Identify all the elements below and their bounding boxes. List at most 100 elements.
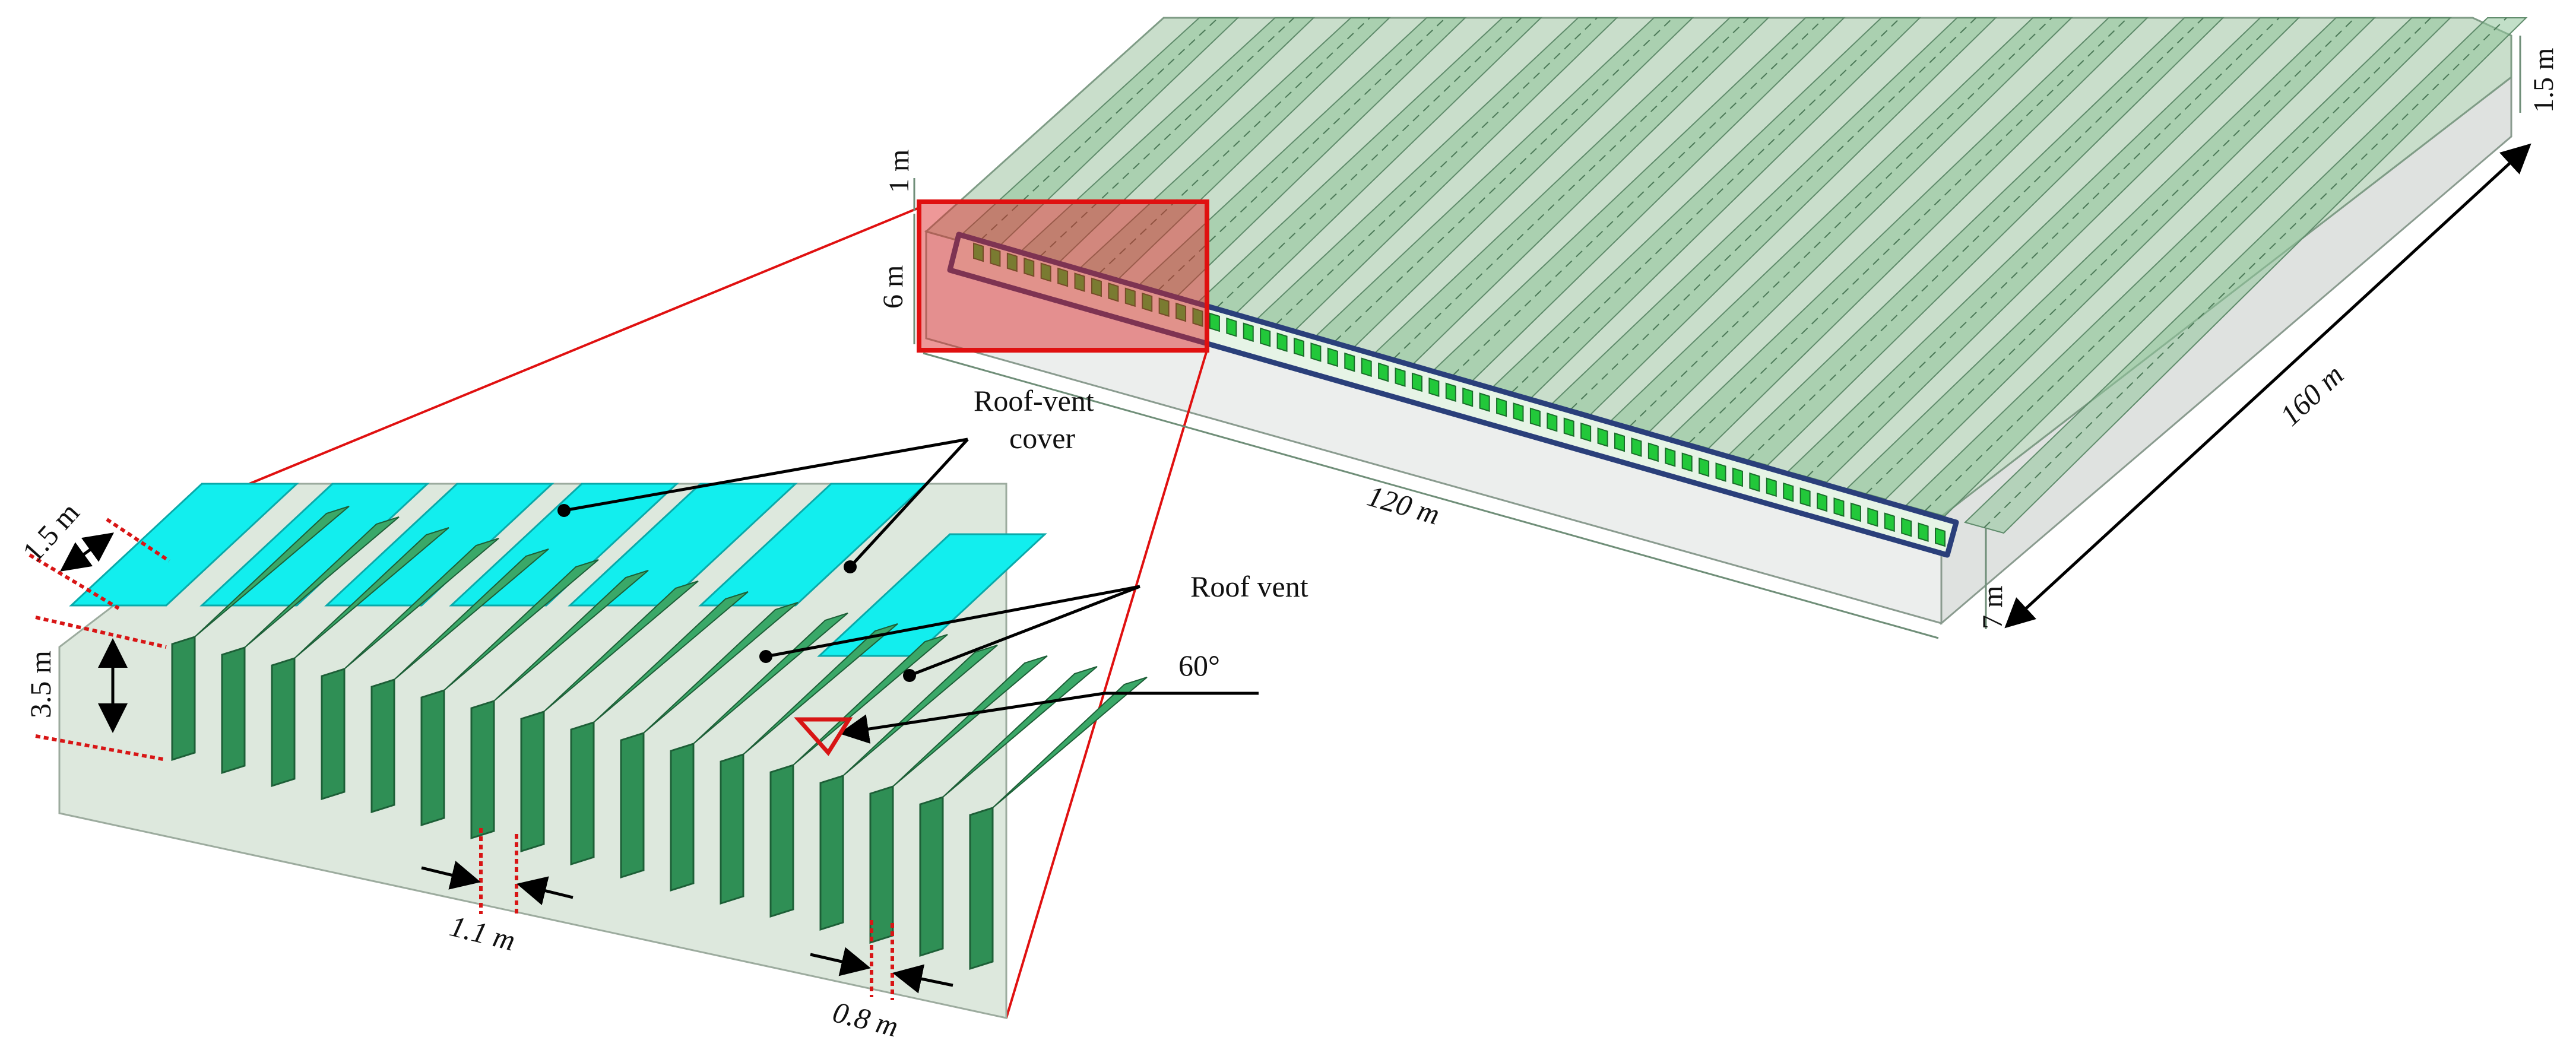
roof-vent-mark — [1142, 292, 1153, 312]
greenhouse-main-view: 120 m 160 m 7 m 1.5 m 1 m 6 m — [249, 17, 2559, 1019]
roof-vent-mark — [1175, 302, 1187, 322]
zoom-cover-dim-line-b — [28, 553, 120, 610]
roof-vent-cover — [69, 483, 299, 607]
roof-vent-mark — [1428, 378, 1440, 397]
vent-thick-arrow-left — [810, 947, 871, 976]
vent-gap-arrow-right — [517, 876, 573, 905]
roof-ridge-line — [1512, 17, 1901, 393]
roof-ridge-line — [1098, 17, 1370, 274]
roof-vent-mark — [1260, 327, 1271, 347]
roof-vent-mark — [1614, 432, 1625, 452]
roof-ridge-line — [1393, 17, 1750, 359]
roof-vent-fin — [819, 774, 844, 931]
roof-vent-mark — [1699, 457, 1710, 477]
roof-ridge-line — [1629, 17, 2052, 427]
roof-ridge-line — [1688, 17, 2128, 444]
roof-vent-fin — [271, 656, 296, 788]
roof-vent-mark — [1665, 447, 1676, 467]
vent-callout-2 — [909, 585, 1140, 677]
roof-ridge-line — [1747, 17, 2204, 461]
roof-vent-mark — [1681, 452, 1693, 472]
roof-vent-mark — [1006, 252, 1018, 272]
roof-vent-mark — [1799, 487, 1811, 507]
zoom-vent-fins — [69, 483, 1148, 970]
roof-vent-fin — [420, 689, 445, 827]
roof-vent-fin-top — [543, 581, 699, 712]
length-dimension-arrow — [2004, 143, 2531, 629]
roof-vent-fin — [670, 742, 695, 892]
roof-vent-label: Roof vent — [1190, 570, 1308, 603]
roof-vent-mark — [1378, 362, 1389, 382]
roof-vent-fin-top — [344, 538, 499, 670]
roof-vent-mark — [1395, 367, 1406, 387]
width-dimension-label: 120 m — [1364, 479, 1443, 531]
roof-vent-fin-top — [443, 559, 599, 691]
roof-vent-mark — [1108, 283, 1119, 302]
vent-top-label: 1 m — [883, 150, 915, 193]
roof-vent-mark — [1209, 312, 1220, 332]
zoom-vent-dim-line-a — [35, 616, 167, 649]
vent-callout-dot-1 — [759, 650, 772, 663]
roof-vent-mark — [1817, 492, 1828, 512]
cover-callout-dot-1 — [557, 504, 571, 517]
roof-vent-fin — [520, 710, 545, 853]
roof-ridge-line — [1157, 17, 1446, 291]
roof-vent-mark — [1783, 482, 1794, 502]
roof-vent-fin — [919, 795, 944, 957]
roof-vent-mark — [1732, 467, 1743, 487]
vent-gap-label: 1.1 m — [446, 909, 518, 957]
roof-vent-fin-top — [693, 613, 848, 744]
zoom-region-highlight — [917, 199, 1209, 353]
roof-vent-fin — [769, 763, 794, 918]
width-dimension-line — [923, 352, 1939, 639]
roof-ridge-line — [1334, 17, 1674, 342]
roof-vent-mark — [1766, 477, 1777, 497]
roof-vent-fin — [869, 785, 894, 944]
roof-vent-mark — [1040, 262, 1051, 283]
angle-marker — [794, 717, 853, 756]
roof-vent-fin-top — [992, 677, 1148, 808]
vent-height-label: 6 m — [877, 265, 909, 309]
roof-vent-cover — [698, 483, 929, 607]
roof-vent-mark — [1513, 402, 1524, 422]
roof-vent-mark — [1479, 392, 1490, 412]
zoom-vent-dim-line-b — [35, 734, 167, 762]
roof-vent-mark — [1715, 462, 1726, 482]
roof-vent-fin — [570, 721, 595, 866]
zoom-cover-dim-arrow — [59, 532, 115, 572]
roof-vent-mark — [1192, 307, 1203, 327]
zoom-vent-dim-label: 3.5 m — [24, 651, 57, 718]
roof-vent-mark — [1158, 297, 1170, 317]
roof-vent-mark — [1580, 422, 1592, 442]
roof-vent-mark — [1563, 417, 1574, 437]
roof-vent-mark — [1024, 257, 1035, 277]
roof-ridge-line — [1452, 17, 1825, 376]
cover-callout-1 — [563, 437, 968, 512]
roof-vent-mark — [1344, 352, 1355, 372]
vent-callout-1 — [765, 585, 1140, 658]
roof-vent-cover-label-line2: cover — [1009, 421, 1075, 455]
roof-vent-mark — [1310, 342, 1322, 362]
zoom-detail-view: Roof-vent cover Roof vent 60° 1.5 m 3.5 … — [16, 384, 1308, 1044]
roof-vent-cover-label-line1: Roof-vent — [974, 384, 1094, 417]
roof-vent-mark — [1631, 437, 1642, 457]
roof-vent-mark — [1547, 412, 1558, 432]
cover-callout-2 — [849, 438, 969, 568]
roof-vent-fin-top — [244, 516, 400, 648]
roof-vent-fin-top — [892, 655, 1048, 787]
roof-vent-mark — [1901, 517, 1912, 537]
roof-vent-mark — [1867, 507, 1878, 527]
roof-vent-fin — [470, 699, 495, 840]
roof-vent-mark — [1647, 442, 1659, 462]
roof-vent-mark — [1276, 332, 1288, 352]
wall-height-label: 7 m — [1977, 586, 2008, 629]
roof-vent-fin-top — [793, 634, 948, 766]
roof-vent-mark — [1833, 497, 1845, 517]
roof-vent-mark — [1074, 272, 1085, 292]
roof-vent-fin — [171, 635, 196, 762]
roof-ridge-line — [1039, 17, 1295, 258]
zoom-connector-bottom — [1005, 350, 1208, 1019]
roof-vent-mark — [1327, 347, 1338, 367]
roof-vent-mark — [1597, 427, 1608, 447]
roof-vent-fin-top — [842, 645, 998, 776]
